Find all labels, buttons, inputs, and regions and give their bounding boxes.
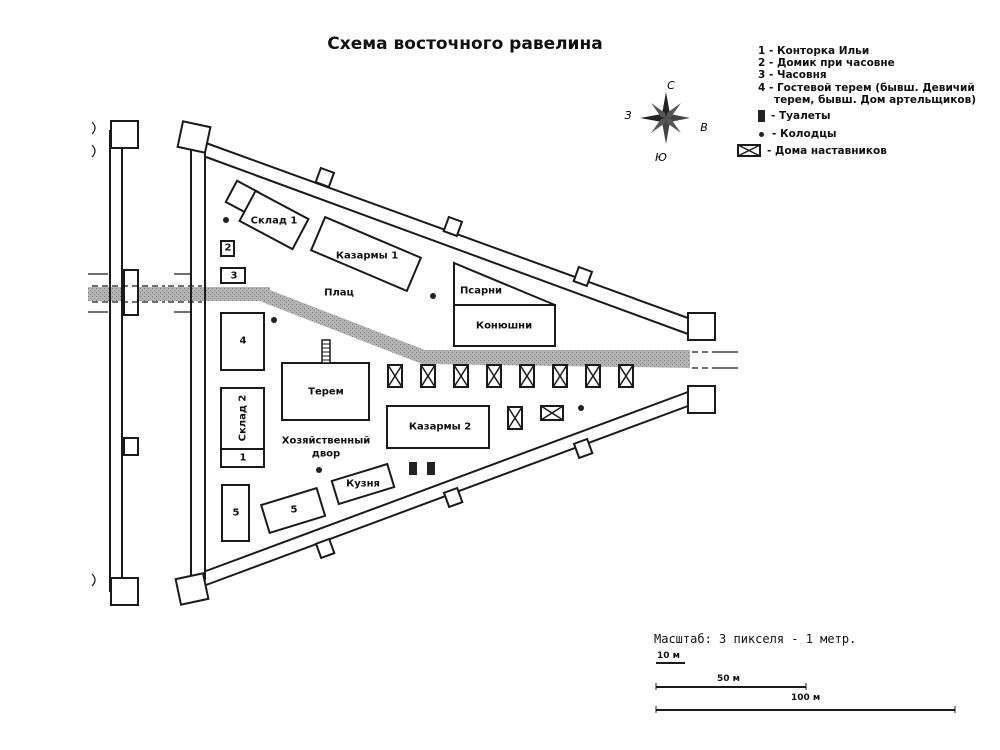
- legend-item-2: 2 - Домик при часовне: [758, 57, 895, 70]
- ravelin-walls: [168, 120, 738, 606]
- label-psarni: Псарни: [459, 285, 503, 297]
- scale-label-50: 50 м: [717, 674, 741, 684]
- legend-wells: - Колодцы: [758, 128, 976, 140]
- scale-label-10: 10 м: [657, 651, 681, 661]
- building-5-slanted: [259, 486, 327, 535]
- legend-wells-label: - Колодцы: [772, 128, 837, 141]
- label-terem: Терем: [308, 386, 344, 398]
- legend-houses: - Дома наставников: [737, 144, 976, 158]
- legend-item-1: 1 - Конторка Ильи: [758, 45, 870, 57]
- label-building-1: 1: [239, 452, 247, 464]
- terem-tower: [321, 339, 331, 364]
- compass-rose-icon: [640, 92, 690, 144]
- wells: [223, 217, 584, 473]
- label-sklad-1: Склад 1: [250, 215, 298, 227]
- building-5-vertical: [221, 484, 250, 542]
- label-plac: Плац: [324, 287, 354, 299]
- legend-item-3: 3 - Часовня: [758, 69, 827, 82]
- konyushni: [453, 304, 556, 347]
- legend-toilets-label: - Туалеты: [771, 110, 831, 123]
- label-kazarmy-1: Казармы 1: [335, 250, 399, 262]
- scale-bars: [655, 662, 956, 713]
- compass-north: С: [667, 79, 675, 92]
- compass-west: З: [624, 109, 631, 122]
- building-2: [220, 240, 235, 257]
- label-konyushni: Конюшни: [475, 320, 533, 332]
- road: [88, 287, 690, 368]
- kuznya: [330, 462, 396, 506]
- mentor-house-icon: [737, 144, 761, 158]
- label-building-4: 4: [239, 335, 247, 347]
- building-3: [220, 267, 246, 284]
- label-sklad-2: Склад 2: [237, 394, 249, 442]
- building-1: [220, 448, 265, 468]
- label-building-3: 3: [230, 270, 238, 282]
- label-kazarmy-2: Казармы 2: [408, 421, 472, 433]
- legend-item-4: 4 - Гостевой терем (бывш. Девичий: [758, 81, 975, 94]
- kazarmy-2: [386, 405, 490, 449]
- toilets: [409, 462, 435, 475]
- label-building-5-slanted: 5: [290, 504, 298, 516]
- legend-item-4-continued: терем, бывш. Дом артельщиков): [774, 93, 977, 106]
- label-hoz-dvor-2: двор: [311, 448, 341, 460]
- label-hoz-dvor-1: Хозяйственный: [281, 435, 371, 447]
- well-icon: [759, 131, 764, 137]
- toilet-icon: [758, 110, 765, 123]
- scale-text: Масштаб: 3 пикселя - 1 метр.: [654, 632, 857, 646]
- compass-south: Ю: [655, 151, 667, 164]
- label-kuznya: Кузня: [346, 478, 380, 490]
- legend-toilets: - Туалеты: [758, 110, 976, 123]
- sklad-2: [220, 387, 265, 450]
- label-building-5-vertical: 5: [232, 507, 240, 519]
- compass-east: В: [700, 121, 708, 134]
- terem: [281, 362, 370, 421]
- map-title: Схема восточного равелина: [327, 34, 603, 54]
- legend: 1 - Конторка Ильи 2 - Домик при часовне …: [737, 45, 977, 158]
- kazarmy-1: [309, 215, 423, 293]
- label-building-2: 2: [224, 242, 232, 254]
- legend-houses-label: - Дома наставников: [767, 144, 887, 157]
- western-outer-wall: [88, 120, 165, 606]
- scale-label-100: 100 м: [791, 693, 821, 703]
- sklad-1: [238, 189, 310, 251]
- building-4: [220, 312, 265, 371]
- psarni: [453, 261, 556, 306]
